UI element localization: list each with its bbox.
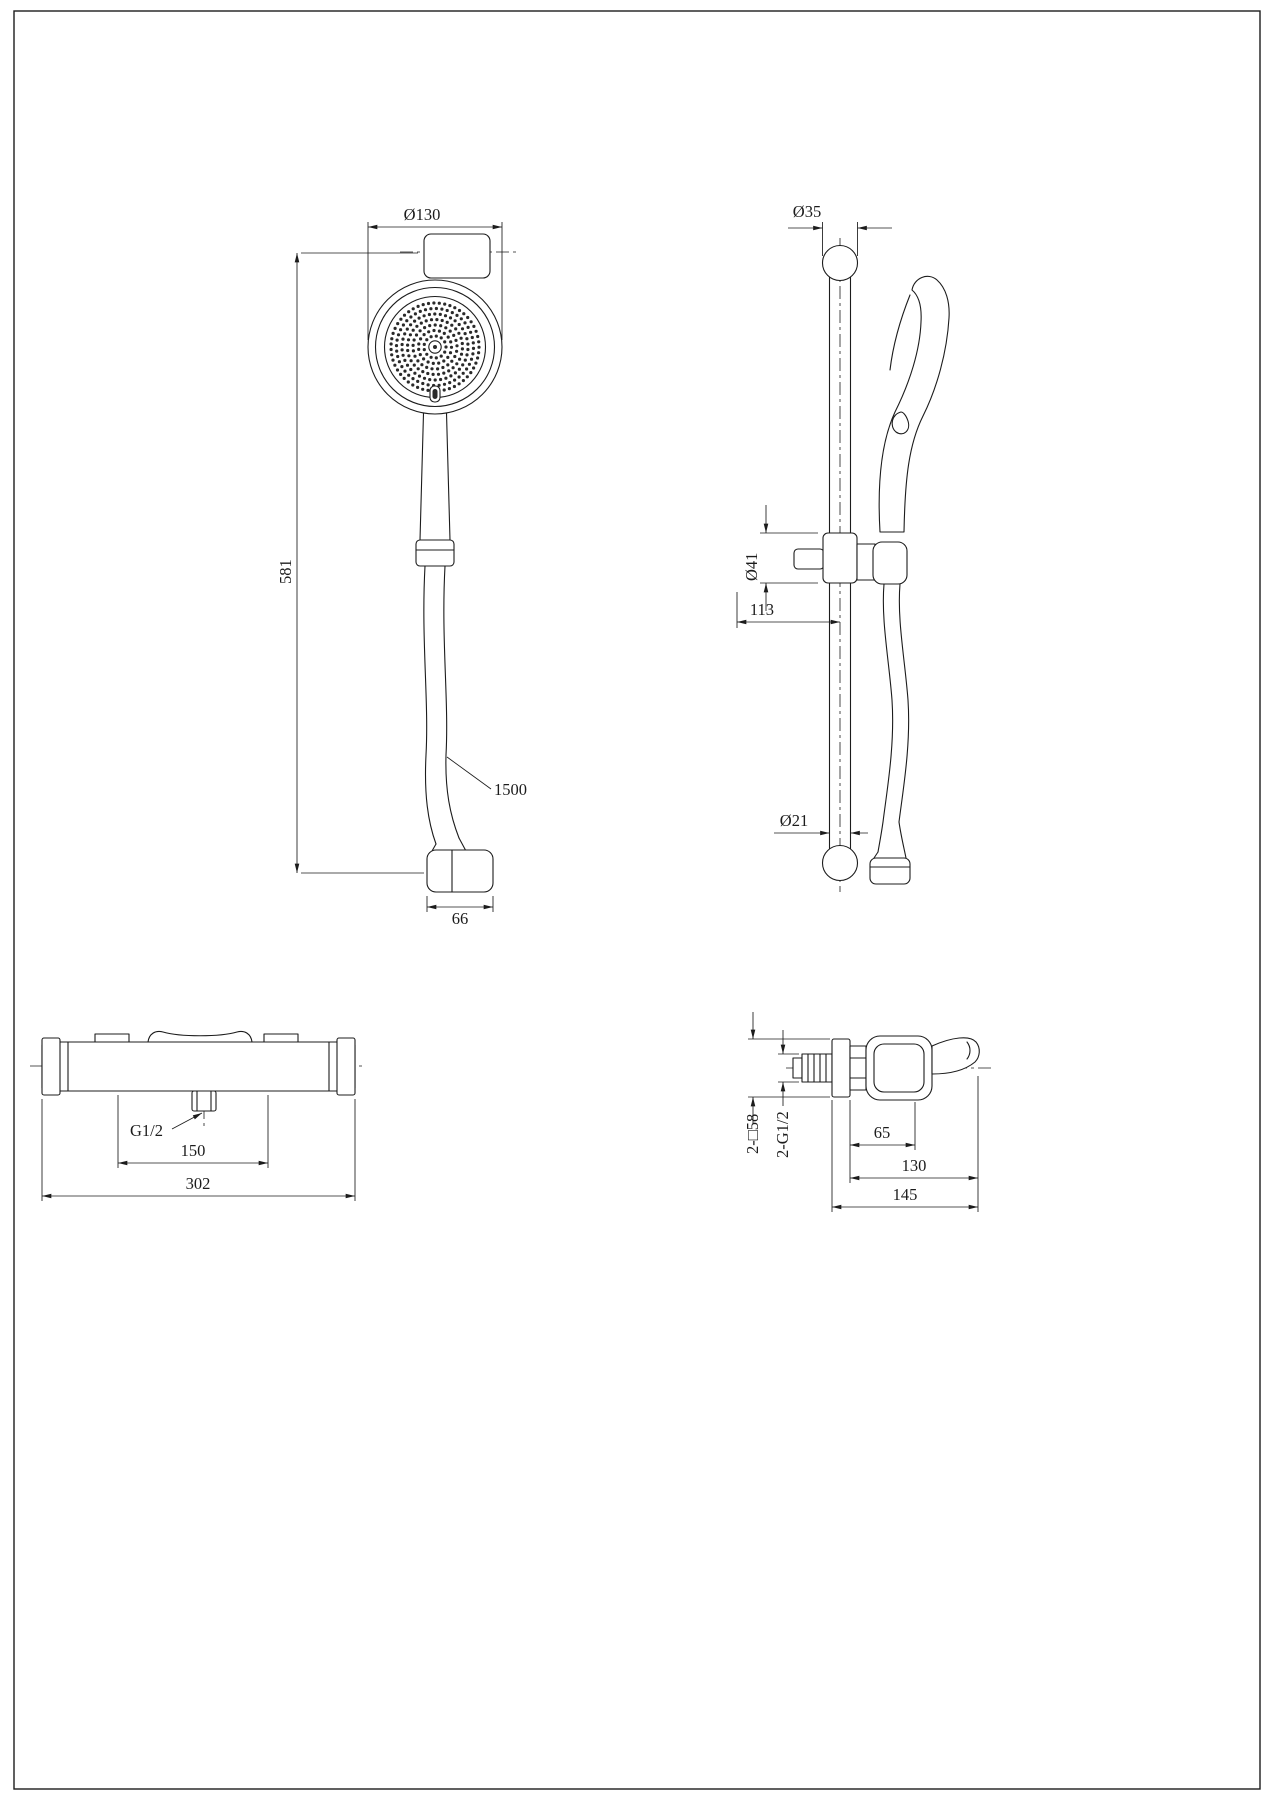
holder-arm xyxy=(856,543,876,581)
nut-facet-lines xyxy=(849,1057,867,1079)
spray-center xyxy=(428,340,442,354)
bar-top-cap xyxy=(821,244,859,282)
d65-extensions xyxy=(849,1100,916,1183)
diverter-top-profile xyxy=(147,1030,253,1043)
dia41-extensions xyxy=(760,532,818,584)
dia130-extensions xyxy=(367,222,503,340)
dim-escutcheon-square: 2-□58 xyxy=(743,1114,762,1154)
square-escutcheon xyxy=(831,1038,851,1098)
mixer-body xyxy=(41,1041,356,1092)
d302-extensions xyxy=(41,1099,356,1201)
hand-shower-side xyxy=(878,275,950,533)
hose-elbow-fitting xyxy=(426,849,494,893)
wall-bracket xyxy=(423,233,491,279)
g12-leader xyxy=(171,1112,203,1130)
dim-holder-offset: 113 xyxy=(750,600,774,619)
sheet-border xyxy=(13,10,1261,1790)
hose-right-edge xyxy=(443,565,460,839)
spray-face-dots xyxy=(389,301,481,393)
thread-lines xyxy=(807,1053,827,1083)
holder-cup xyxy=(872,541,908,585)
sq58-extensions xyxy=(748,1038,830,1098)
slide-bar-side-view: Ø35 Ø41 113 Ø21 xyxy=(736,202,950,892)
h581-extensions xyxy=(301,252,424,874)
hose-cone xyxy=(431,837,467,852)
holder-knob xyxy=(793,548,825,570)
valve-body-inner xyxy=(873,1043,925,1093)
dim-body-offset: 65 xyxy=(874,1123,891,1142)
union-nut xyxy=(849,1045,867,1091)
dim-holder-diameter: Ø41 xyxy=(742,553,761,581)
dim-head-diameter: Ø130 xyxy=(404,205,441,224)
dim-outlet-thread: G1/2 xyxy=(130,1121,163,1140)
side-hose-right xyxy=(898,583,910,823)
dim-elbow-width: 66 xyxy=(452,909,469,928)
bar-bottom-cap xyxy=(821,844,859,882)
hose-length-leader xyxy=(446,756,492,790)
hand-shower-front-view: Ø130 581 1500 66 xyxy=(276,205,527,928)
dim-overall-depth: 145 xyxy=(893,1185,918,1204)
inlet-nipple xyxy=(801,1053,833,1083)
shower-head-rim xyxy=(374,286,496,408)
handle-right-edge xyxy=(445,412,451,541)
dim-bar-diameter: Ø21 xyxy=(780,811,808,830)
dim-overall-height: 581 xyxy=(276,559,295,584)
mixer-side-view: 2-□58 2-G1/2 65 130 145 xyxy=(743,1012,992,1212)
mixer-right-cap xyxy=(336,1037,356,1096)
w66-extensions xyxy=(426,896,494,912)
mixer-left-cap xyxy=(41,1037,61,1096)
side-hose-left xyxy=(877,583,894,853)
top-boss-left xyxy=(94,1033,130,1043)
mixer-front-view: G1/2 150 302 xyxy=(30,1030,366,1201)
spray-face-edge xyxy=(889,294,911,371)
hose-left-edge xyxy=(423,565,437,845)
holder-collar xyxy=(822,532,858,584)
shower-outlet xyxy=(191,1090,217,1112)
dim-handle-reach: 130 xyxy=(902,1156,927,1175)
side-hose-cone xyxy=(873,821,907,859)
side-hose-nut xyxy=(869,857,911,885)
mode-button-inner xyxy=(432,389,438,399)
top-boss-right xyxy=(263,1033,299,1043)
dim-end-cap-diameter: Ø35 xyxy=(793,202,821,221)
handle-lever xyxy=(931,1037,980,1075)
dim-inlet-spacing: 150 xyxy=(181,1141,206,1160)
handle-tip-line xyxy=(966,1041,971,1060)
hook-detail xyxy=(891,411,910,435)
inlet-stub xyxy=(792,1057,803,1079)
valve-body-side xyxy=(865,1035,933,1101)
dim-hose-length: 1500 xyxy=(494,780,527,799)
spray-center-dot xyxy=(433,345,437,349)
dim-inlet-thread: 2-G1/2 xyxy=(773,1111,792,1158)
handle-left-edge xyxy=(419,412,425,541)
outlet-thread-lines xyxy=(196,1090,212,1112)
d150-extensions xyxy=(117,1095,269,1168)
cap-inner-lines xyxy=(67,1041,330,1092)
dim-overall-width: 302 xyxy=(186,1174,211,1193)
handle-collar xyxy=(415,539,455,567)
